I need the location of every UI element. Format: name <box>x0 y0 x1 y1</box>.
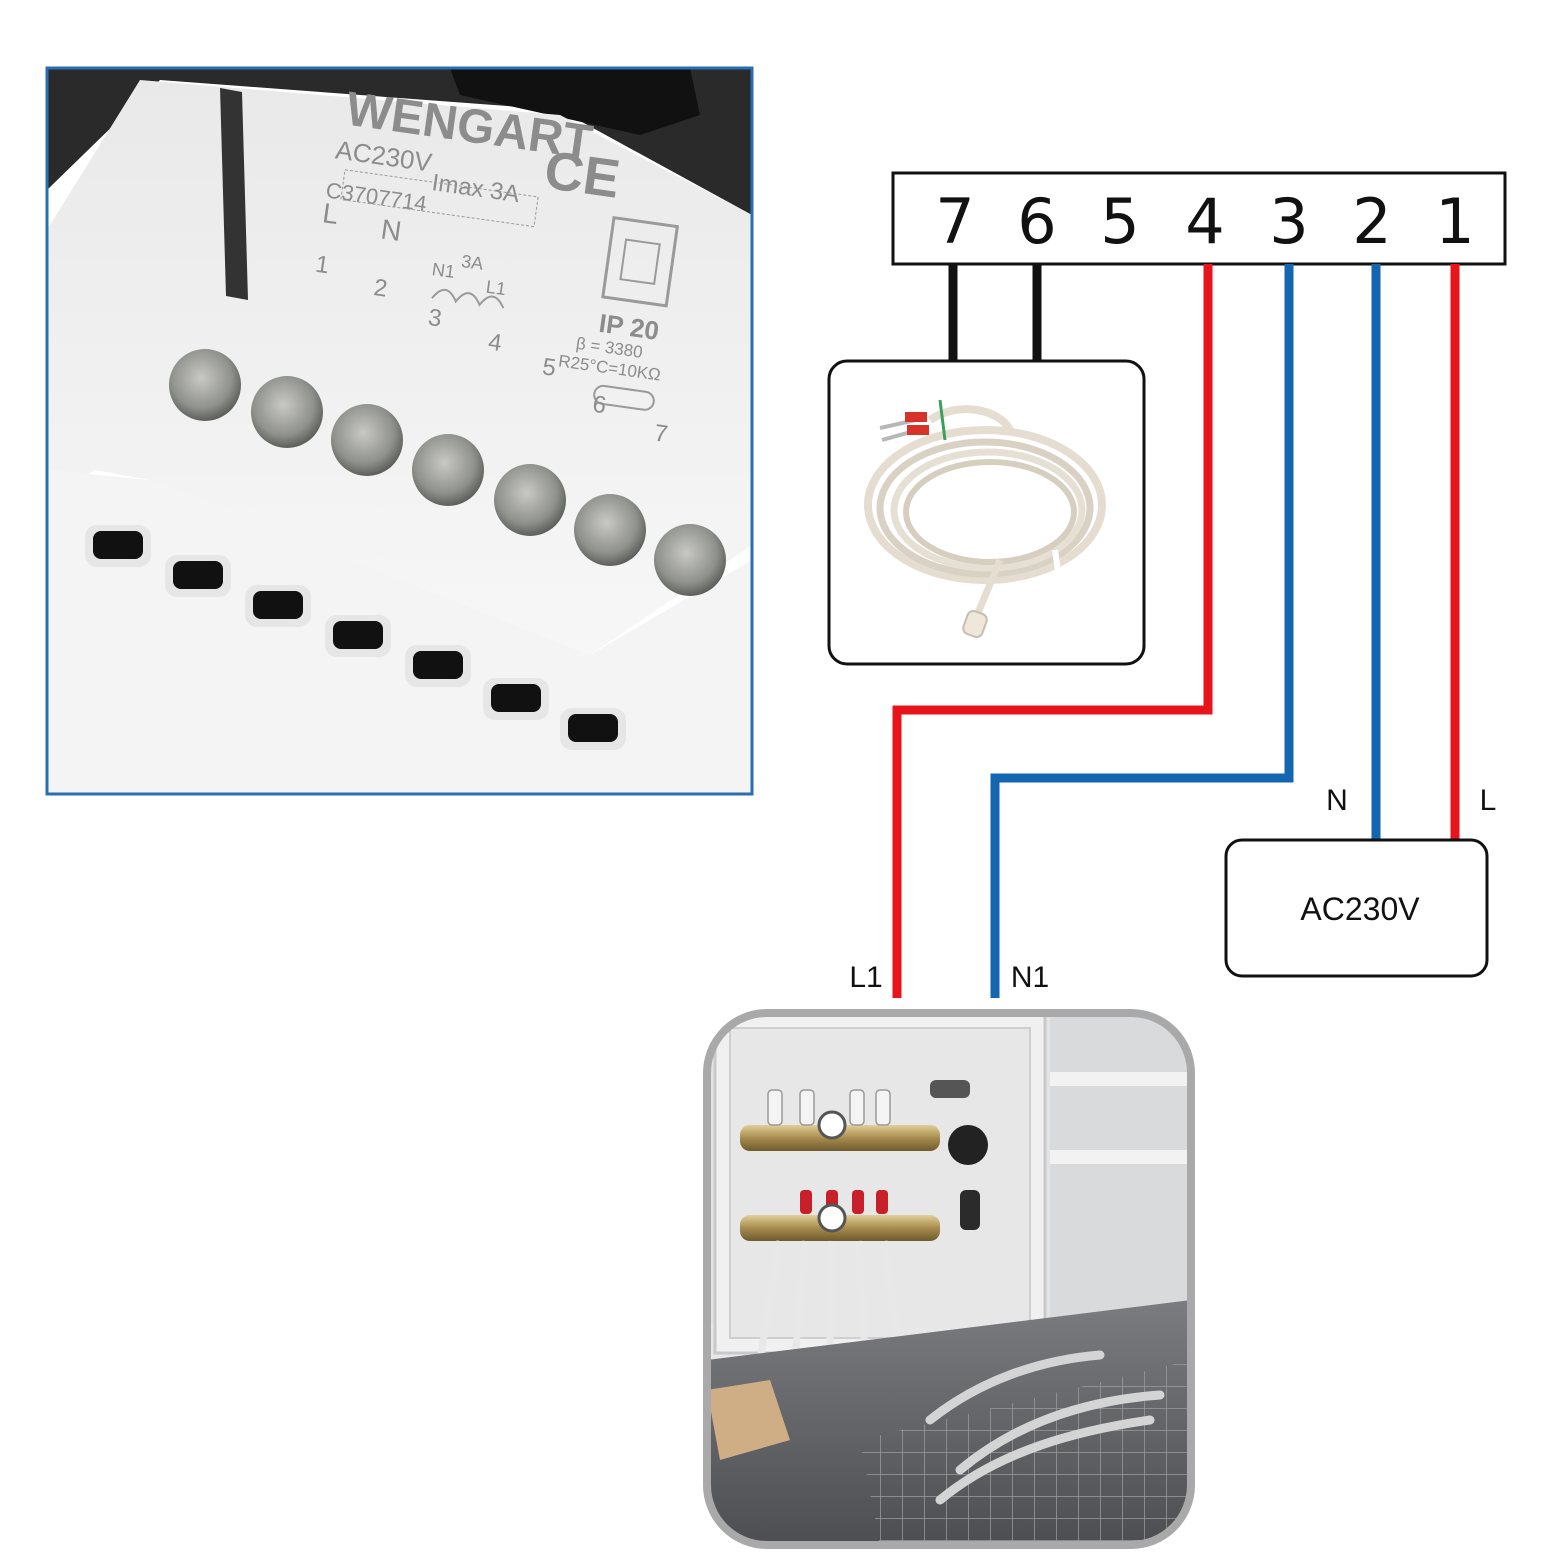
pin-n: N <box>379 214 403 248</box>
pin-l: L <box>321 197 341 230</box>
wire-4-to-l1 <box>892 264 1213 998</box>
pin-n1: N1 <box>431 259 457 282</box>
pin-num-4: 4 <box>487 329 504 358</box>
label-l1: L1 <box>849 961 882 994</box>
terminal-wire-holes <box>85 525 626 750</box>
device-terminal-photo: WENGART AC230V Imax 3A C3707714 CE IP 20… <box>45 66 754 796</box>
terminal-3: 3 <box>1269 185 1308 258</box>
wires <box>892 264 1460 998</box>
relay-current: 3A <box>460 251 485 274</box>
sensor-box <box>827 359 1146 666</box>
pin-num-6: 6 <box>591 391 608 420</box>
label-n: N <box>1326 784 1348 817</box>
pin-l1: L1 <box>485 277 508 300</box>
terminal-6: 6 <box>1017 185 1056 258</box>
terminal-block: 7 6 5 4 3 2 1 <box>891 171 1507 266</box>
label-n1: N1 <box>1011 961 1049 994</box>
relay-contact-icon <box>431 288 505 309</box>
device-photo-frame <box>45 66 754 796</box>
terminal-4: 4 <box>1185 185 1224 258</box>
pin-num-3: 3 <box>426 304 443 333</box>
ntc-symbol-icon <box>593 384 655 411</box>
power-supply-box: AC230V <box>1224 838 1489 978</box>
terminal-7: 7 <box>935 185 974 258</box>
wire-3-to-n1 <box>990 264 1294 998</box>
floor-heating-manifold-icon <box>703 1009 1195 1549</box>
ntc-sensor-cable-icon <box>864 399 1106 639</box>
pin-num-2: 2 <box>372 274 389 303</box>
manifold-frame <box>703 1009 1195 1549</box>
terminal-5: 5 <box>1100 185 1139 258</box>
terminal-1: 1 <box>1435 185 1474 258</box>
terminal-2: 2 <box>1352 185 1391 258</box>
power-supply-label: AC230V <box>1300 891 1420 927</box>
pin-num-7: 7 <box>653 420 670 449</box>
pin-num-5: 5 <box>541 353 558 382</box>
terminal-screws <box>169 349 726 596</box>
square-mark-icon <box>601 215 680 308</box>
pin-num-1: 1 <box>314 251 331 280</box>
label-l: L <box>1480 784 1497 817</box>
barcode <box>340 169 539 228</box>
ce-mark: CE <box>541 140 624 210</box>
